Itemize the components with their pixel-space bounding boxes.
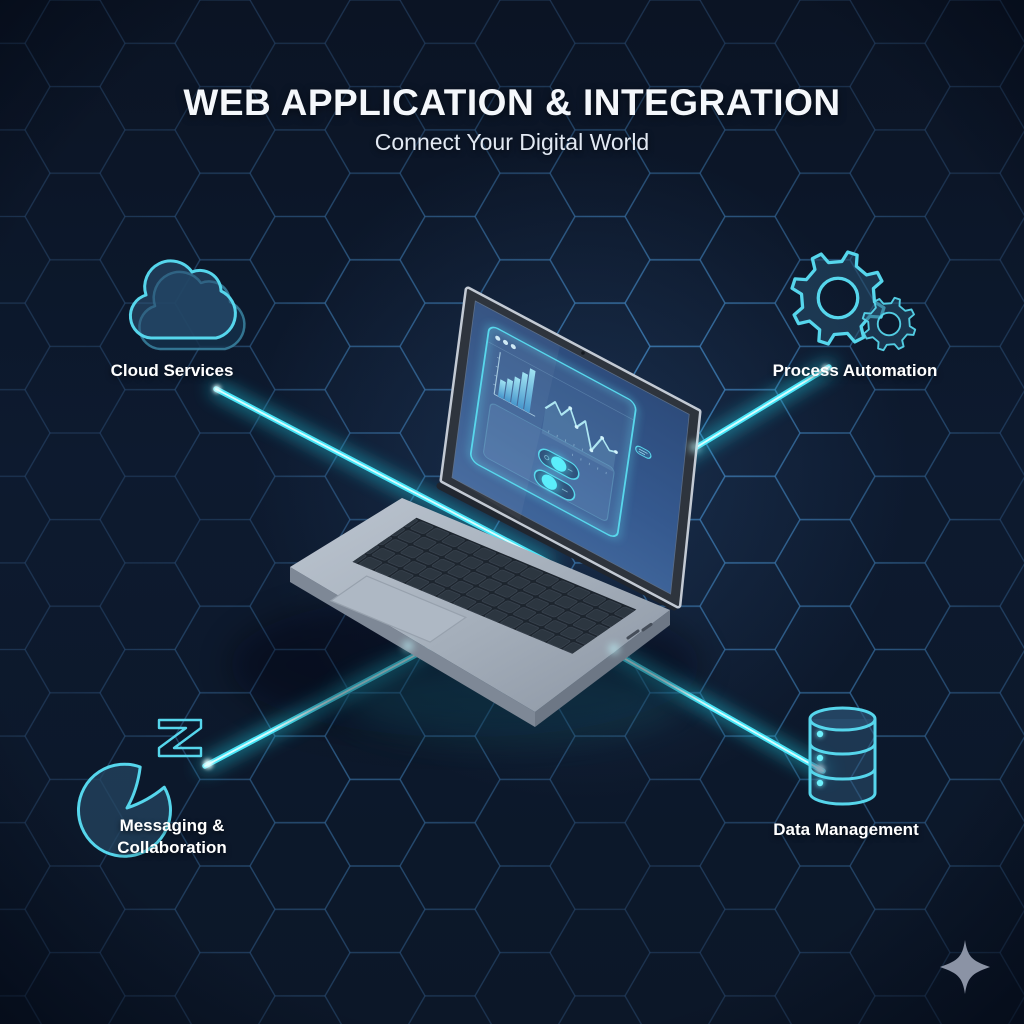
toggle-switch-1 [537, 448, 580, 480]
node-icons [76, 250, 916, 858]
laptop-screen [439, 286, 702, 609]
bar-chart [493, 351, 536, 417]
database-icon [808, 706, 877, 806]
laptop-base-right-edge [535, 610, 670, 727]
dashboard-window [469, 326, 637, 538]
database-dots [815, 729, 825, 788]
webcam-icon [581, 351, 585, 355]
gears-icon [790, 250, 916, 351]
sparkle-icon [940, 940, 990, 994]
cloud-icon [128, 259, 246, 351]
connection-line-cloud [210, 383, 554, 568]
badge-pill [635, 445, 652, 459]
laptop-display [451, 300, 690, 595]
dashboard-ui [469, 325, 652, 538]
toggle-switch-2 [533, 469, 576, 501]
line-contact-glows [403, 442, 700, 654]
laptop-illustration [230, 286, 702, 742]
line-chart [541, 401, 618, 475]
window-controls [495, 335, 516, 350]
letter-z-glyph [157, 718, 203, 758]
chat-bubble-icon [76, 718, 203, 858]
laptop-hinge [436, 482, 678, 611]
laptop-ports [626, 622, 653, 640]
laptop-trackpad [329, 575, 468, 643]
